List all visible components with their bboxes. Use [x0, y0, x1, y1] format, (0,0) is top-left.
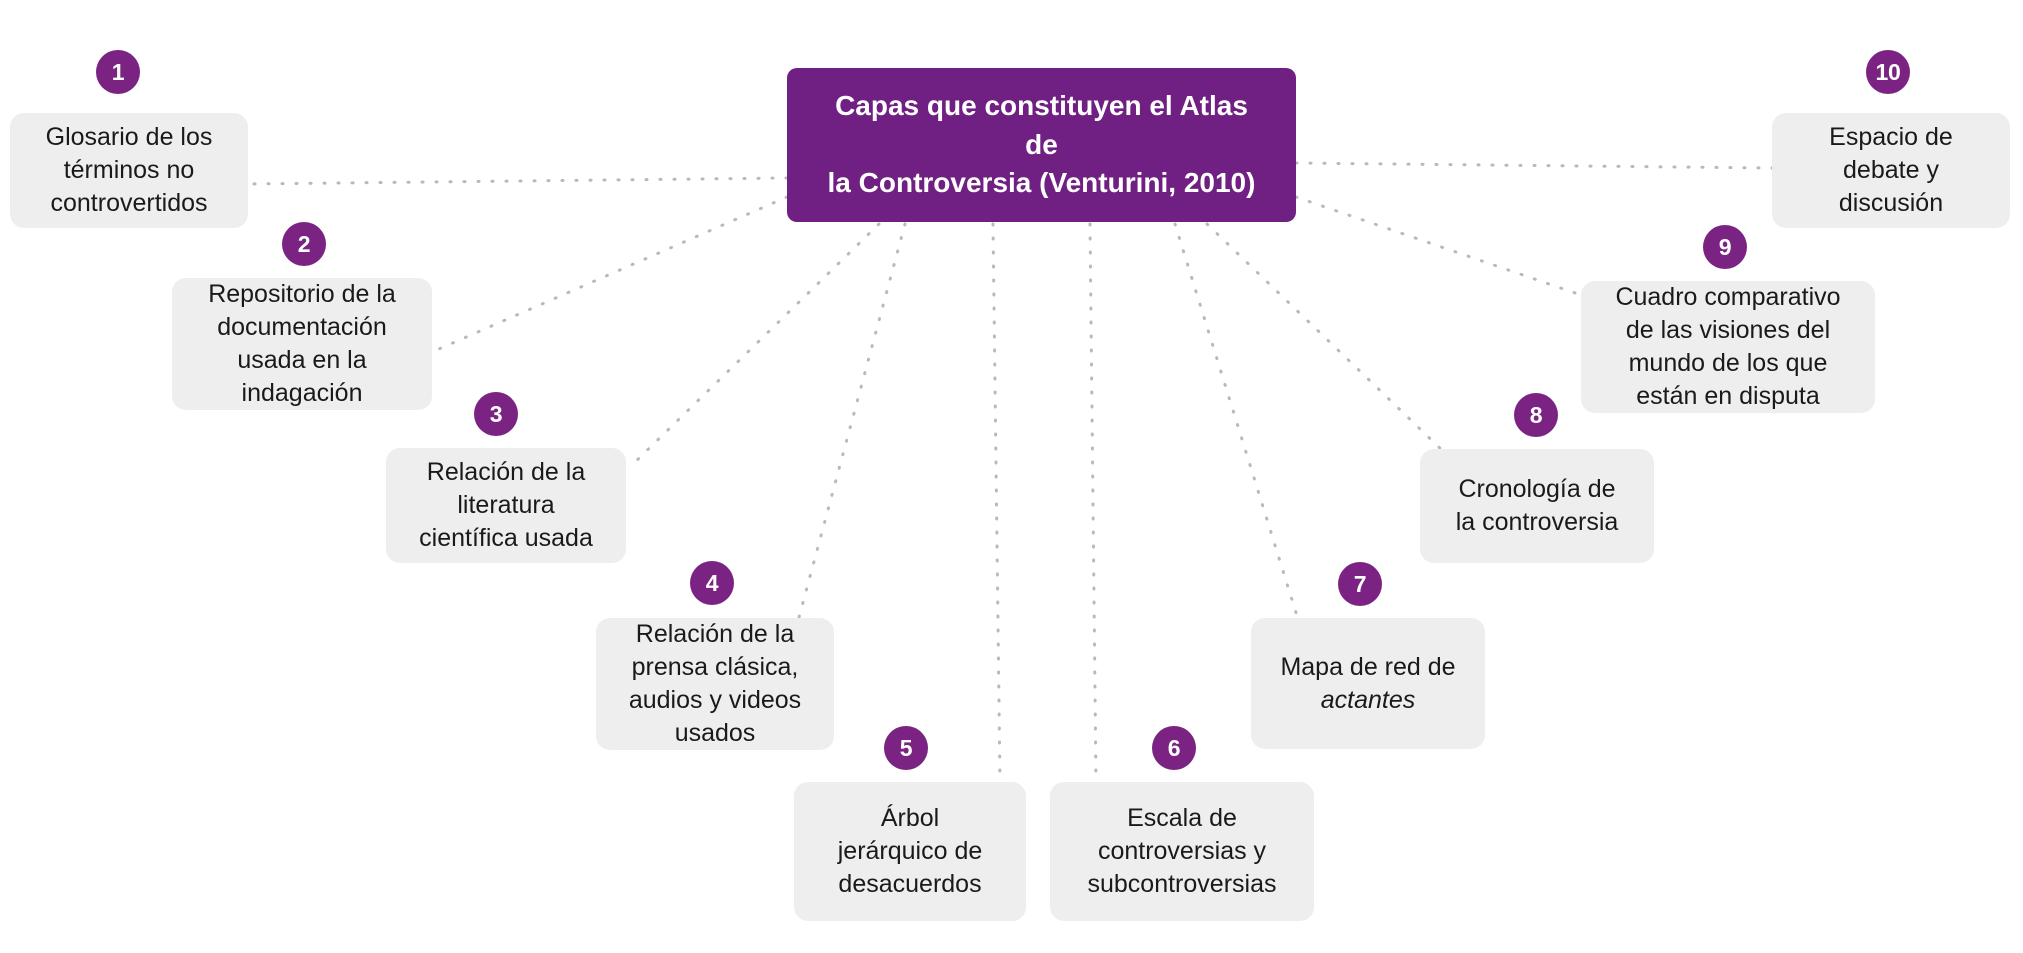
- node-10-espacio-debate[interactable]: Espacio de debate y discusión: [1772, 113, 2010, 228]
- node-2-repositorio[interactable]: Repositorio de la documentación usada en…: [172, 278, 432, 410]
- node-3-literatura[interactable]: Relación de la literatura científica usa…: [386, 448, 626, 563]
- badge-7: 7: [1338, 562, 1382, 606]
- badge-8-label: 8: [1529, 401, 1543, 428]
- node-9-label: Cuadro comparativo de las visiones del m…: [1615, 283, 1841, 410]
- node-8-label: Cronología de la controversia: [1455, 475, 1619, 536]
- badge-6: 6: [1152, 726, 1196, 770]
- badge-1-label: 1: [111, 58, 125, 85]
- central-node-label: Capas que constituyen el Atlas de la Con…: [827, 90, 1256, 199]
- central-node[interactable]: Capas que constituyen el Atlas de la Con…: [787, 68, 1296, 222]
- node-2-label: Repositorio de la documentación usada en…: [208, 280, 396, 407]
- connector-to-node-4: [796, 222, 907, 623]
- badge-10-label: 10: [1875, 58, 1901, 85]
- node-3-label: Relación de la literatura científica usa…: [419, 458, 593, 552]
- node-9-cuadro-comparativo[interactable]: Cuadro comparativo de las visiones del m…: [1581, 281, 1875, 413]
- connector-to-node-1: [246, 176, 789, 186]
- connector-to-node-10: [1294, 161, 1774, 170]
- node-8-cronologia[interactable]: Cronología de la controversia: [1420, 449, 1654, 563]
- badge-9: 9: [1703, 225, 1747, 269]
- node-6-label: Escala de controversias y subcontroversi…: [1087, 804, 1277, 898]
- connector-to-node-9: [1294, 195, 1583, 297]
- badge-2-label: 2: [297, 230, 311, 257]
- badge-9-label: 9: [1718, 233, 1732, 260]
- connector-to-node-5: [991, 222, 1002, 784]
- node-4-label: Relación de la prensa clásica, audios y …: [628, 620, 802, 747]
- badge-10: 10: [1866, 50, 1910, 94]
- node-7-italic-term: actantes: [1320, 685, 1416, 714]
- badge-7-label: 7: [1353, 570, 1367, 597]
- badge-8: 8: [1514, 393, 1558, 437]
- badge-4-label: 4: [705, 569, 719, 596]
- node-4-prensa[interactable]: Relación de la prensa clásica, audios y …: [596, 618, 834, 750]
- badge-2: 2: [282, 222, 326, 266]
- badge-5-label: 5: [899, 734, 913, 761]
- connector-to-node-3: [628, 222, 881, 469]
- connector-to-node-6: [1088, 222, 1098, 784]
- badge-3-label: 3: [489, 400, 503, 427]
- node-6-escala[interactable]: Escala de controversias y subcontroversi…: [1050, 782, 1314, 921]
- node-5-label: Árbol jerárquico de desacuerdos: [837, 804, 983, 898]
- badge-5: 5: [884, 726, 928, 770]
- connector-to-node-7: [1173, 222, 1309, 650]
- connector-to-node-2: [430, 195, 789, 354]
- badge-4: 4: [690, 561, 734, 605]
- node-1-glosario[interactable]: Glosario de los términos no controvertid…: [10, 113, 248, 228]
- badge-3: 3: [474, 392, 518, 436]
- node-10-label: Espacio de debate y discusión: [1829, 123, 1953, 217]
- connector-to-node-8: [1205, 222, 1447, 455]
- node-5-arbol[interactable]: Árbol jerárquico de desacuerdos: [794, 782, 1026, 921]
- node-7-mapa-red[interactable]: Mapa de red de actantes: [1251, 618, 1485, 749]
- badge-6-label: 6: [1167, 734, 1181, 761]
- node-1-label: Glosario de los términos no controvertid…: [45, 123, 213, 217]
- node-7-label: Mapa de red de actantes: [1280, 652, 1456, 714]
- badge-1: 1: [96, 50, 140, 94]
